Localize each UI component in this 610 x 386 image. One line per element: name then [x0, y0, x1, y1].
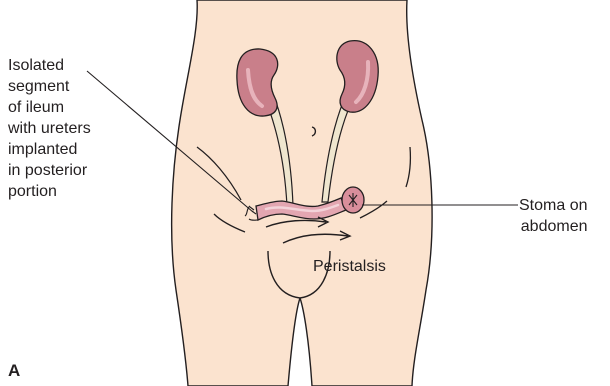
stoma-label-line: Stoma on — [519, 195, 587, 216]
peristalsis-label: Peristalsis — [313, 256, 386, 277]
isolated-segment-label-line: portion — [8, 181, 91, 202]
panel-label: A — [8, 360, 20, 381]
torso-outline — [172, 0, 432, 386]
isolated-segment-label-line: with ureters — [8, 118, 91, 139]
isolated-segment-label-line: Isolated — [8, 55, 91, 76]
stoma-label: Stoma on abdomen — [519, 195, 587, 237]
isolated-segment-label-line: implanted — [8, 139, 91, 160]
isolated-segment-label-line: of ileum — [8, 97, 91, 118]
stoma-label-line: abdomen — [519, 216, 587, 237]
isolated-segment-label-line: segment — [8, 76, 91, 97]
isolated-segment-label-line: in posterior — [8, 160, 91, 181]
isolated-segment-label: Isolated segment of ileum with ureters i… — [8, 55, 91, 202]
